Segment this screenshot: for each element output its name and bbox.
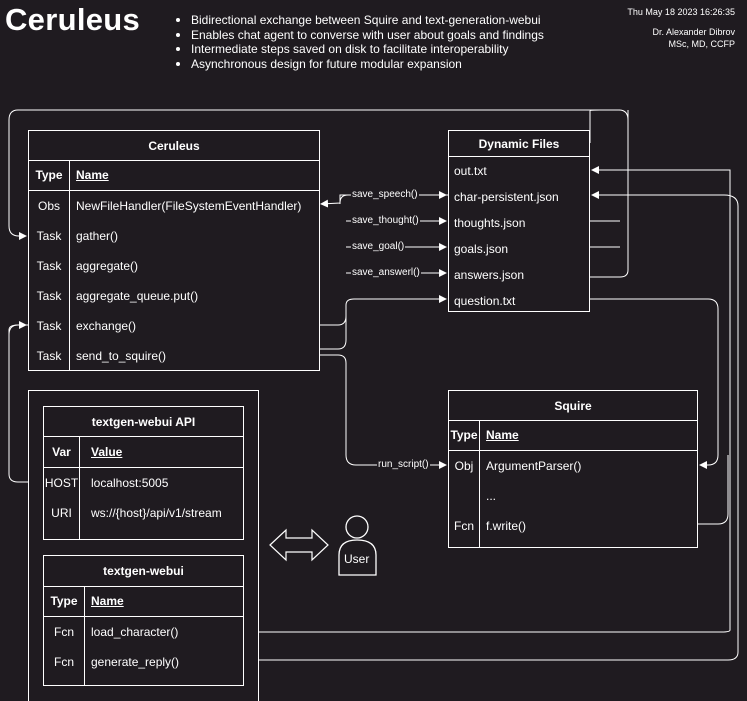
edge-out-to-gather: [589, 109, 629, 278]
row-var: HOST: [44, 476, 79, 490]
dynamic-files-table: Dynamic Files out.txt char-persistent.js…: [448, 130, 590, 312]
edge-send-to-runscript: [320, 354, 447, 469]
table-row: Task aggregate_queue.put(): [29, 281, 319, 311]
webui-col-name: Name: [91, 594, 124, 608]
dynamic-files-header: Dynamic Files: [449, 131, 589, 157]
row-type: Task: [36, 259, 62, 273]
api-header: textgen-webui API: [44, 407, 243, 437]
edge-save-speech: [339, 191, 447, 204]
ceruleus-col-name: Name: [76, 168, 109, 182]
feature-item: Asynchronous design for future modular e…: [175, 57, 544, 72]
squire-header: Squire: [449, 391, 697, 421]
edge-fwrite-loop: [698, 455, 729, 525]
table-row: Task gather(): [29, 221, 319, 251]
row-name: aggregate(): [76, 259, 139, 273]
row-name: NewFileHandler(FileSystemEventHandler): [76, 199, 302, 213]
table-row: ...: [449, 481, 697, 511]
row-value: ws://{host}/api/v1/stream: [91, 506, 222, 520]
row-name: send_to_squire(): [76, 349, 167, 363]
squire-col-name: Name: [486, 428, 519, 442]
table-row: HOST localhost:5005: [44, 468, 243, 498]
edge-label-save-goal: save_goal(): [351, 241, 406, 252]
user-label: User: [344, 552, 370, 566]
row-type: Task: [36, 319, 62, 333]
edge-label-save-speech: save_speech(): [351, 189, 419, 200]
row-name: generate_reply(): [91, 655, 180, 669]
edge-send-to-question: [320, 305, 347, 350]
webui-col-type: Type: [50, 594, 78, 608]
row-type: Task: [36, 349, 62, 363]
table-row: Task aggregate(): [29, 251, 319, 281]
table-row: Task exchange(): [29, 311, 319, 341]
row-name: ...: [486, 489, 497, 503]
edge-right-long2: [244, 194, 739, 661]
row-name: ArgumentParser(): [486, 459, 582, 473]
row-type: Obs: [37, 199, 60, 213]
api-table: textgen-webui API Var Value HOST localho…: [43, 406, 244, 540]
ceruleus-table: Ceruleus Type Name Obs NewFileHandler(Fi…: [28, 130, 320, 371]
page-title: Ceruleus: [5, 2, 141, 37]
ceruleus-col-type: Type: [35, 168, 63, 182]
table-row: Fcn generate_reply(): [44, 647, 243, 677]
row-name: gather(): [76, 229, 119, 243]
author-name: Dr. Alexander Dibrov: [652, 27, 735, 37]
row-name: aggregate_queue.put(): [76, 289, 199, 303]
api-col-value: Value: [91, 445, 123, 459]
row-type: Fcn: [53, 655, 74, 669]
ceruleus-header: Ceruleus: [29, 131, 319, 161]
edge-label-save-thought: save_thought(): [351, 215, 420, 226]
table-row: Task send_to_squire(): [29, 341, 319, 371]
row-type: Fcn: [453, 519, 474, 533]
edge-to-outtxt: [591, 166, 731, 175]
file-item: out.txt: [454, 164, 487, 178]
edge-top-left: [8, 109, 620, 240]
file-item: question.txt: [454, 294, 516, 308]
timestamp: Thu May 18 2023 16:26:35: [627, 7, 735, 17]
row-type: Task: [36, 289, 62, 303]
file-item: thoughts.json: [454, 216, 526, 230]
file-item: answers.json: [454, 268, 525, 282]
row-name: load_character(): [91, 625, 179, 639]
row-var: URI: [51, 506, 72, 520]
edge-exchange-to-question: [320, 295, 447, 326]
feature-item: Enables chat agent to converse with user…: [175, 28, 544, 43]
squire-col-type: Type: [450, 428, 478, 442]
table-row: Obs NewFileHandler(FileSystemEventHandle…: [29, 191, 319, 221]
webui-header: textgen-webui: [44, 556, 243, 587]
row-type: Fcn: [53, 625, 74, 639]
edge-label-save-answer: save_answerl(): [351, 267, 421, 278]
edge-question-to-argparser: [590, 298, 719, 469]
row-type: Task: [36, 229, 62, 243]
row-type: Obj: [454, 459, 474, 473]
double-arrow-icon: [269, 528, 329, 562]
row-name: f.write(): [486, 519, 526, 533]
feature-item: Intermediate steps saved on disk to faci…: [175, 42, 544, 57]
api-col-var: Var: [52, 445, 71, 459]
squire-table: Squire Type Name Obj ArgumentParser() ..…: [448, 390, 698, 548]
file-item: goals.json: [454, 242, 509, 256]
user-icon: [338, 515, 377, 576]
row-name: exchange(): [76, 319, 137, 333]
file-item: char-persistent.json: [454, 190, 559, 204]
author-credentials: MSc, MD, CCFP: [668, 39, 736, 49]
edge-right-long: [245, 170, 731, 636]
row-value: localhost:5005: [91, 476, 169, 490]
edge-label-run-script: run_script(): [377, 459, 430, 470]
webui-table: textgen-webui Type Name Fcn load_charact…: [43, 555, 244, 686]
table-row: URI ws://{host}/api/v1/stream: [44, 498, 243, 528]
feature-list: Bidirectional exchange between Squire an…: [175, 13, 544, 71]
table-row: Fcn f.write(): [449, 511, 697, 541]
feature-item: Bidirectional exchange between Squire an…: [175, 13, 544, 28]
table-row: Fcn load_character(): [44, 617, 243, 647]
table-row: Obj ArgumentParser(): [449, 451, 697, 481]
